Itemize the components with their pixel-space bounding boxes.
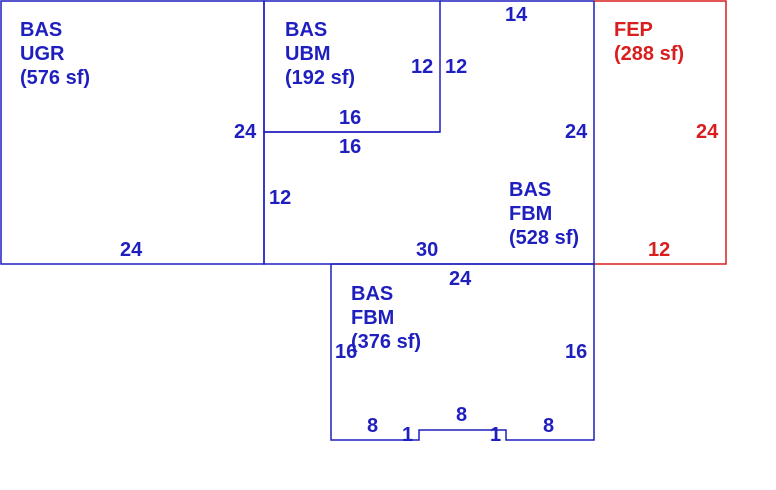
area-size: (192 sf) <box>285 67 356 89</box>
dim-fbm-inner-top: 16 <box>339 136 362 158</box>
dim-lower-bottom-left: 8 <box>367 415 379 437</box>
area-label-fbm-lower: BAS FBM (376 sf) <box>351 282 421 354</box>
area-label-ugr: BAS UGR (576 sf) <box>20 18 90 90</box>
dim-ubm-bottom: 16 <box>339 107 362 129</box>
dim-ugr-right: 24 <box>234 121 257 143</box>
dim-lower-bottom-right: 8 <box>543 415 555 437</box>
dim-fbm-top: 14 <box>505 4 528 26</box>
area-code: BAS <box>285 19 328 41</box>
area-code: BAS <box>351 283 394 305</box>
dim-ubm-right: 12 <box>411 56 434 78</box>
dim-fbm-bottom: 30 <box>416 239 439 261</box>
dim-notch-left: 1 <box>402 424 414 446</box>
area-label-fep: FEP (288 sf) <box>614 18 684 66</box>
dim-lower-top: 24 <box>449 268 472 290</box>
area-code: FEP <box>614 19 653 41</box>
dim-fep-bottom: 12 <box>648 239 671 261</box>
dim-fbm-right: 24 <box>565 121 588 143</box>
dim-lower-right: 16 <box>565 341 588 363</box>
dim-ugr-bottom: 24 <box>120 239 143 261</box>
area-name: FBM <box>351 307 395 329</box>
dim-fbm-left: 12 <box>269 187 292 209</box>
area-size: (376 sf) <box>351 331 422 353</box>
area-size: (288 sf) <box>614 43 685 65</box>
area-size: (528 sf) <box>509 227 580 249</box>
dim-lower-bottom-mid: 8 <box>456 404 468 426</box>
area-name: UGR <box>20 43 65 65</box>
area-label-ubm: BAS UBM (192 sf) <box>285 18 355 90</box>
dim-fbm-left-inner: 12 <box>445 56 468 78</box>
dim-lower-left: 16 <box>335 341 358 363</box>
area-size: (576 sf) <box>20 67 91 89</box>
area-label-fbm-upper: BAS FBM (528 sf) <box>509 178 579 250</box>
area-code: BAS <box>20 19 63 41</box>
area-name: UBM <box>285 43 331 65</box>
dim-notch-right: 1 <box>490 424 502 446</box>
fep-area-outline <box>594 0 727 265</box>
area-code: BAS <box>509 179 552 201</box>
dim-fep-right: 24 <box>696 121 719 143</box>
fbm-lower-area-outline <box>330 263 595 441</box>
area-name: FBM <box>509 203 553 225</box>
